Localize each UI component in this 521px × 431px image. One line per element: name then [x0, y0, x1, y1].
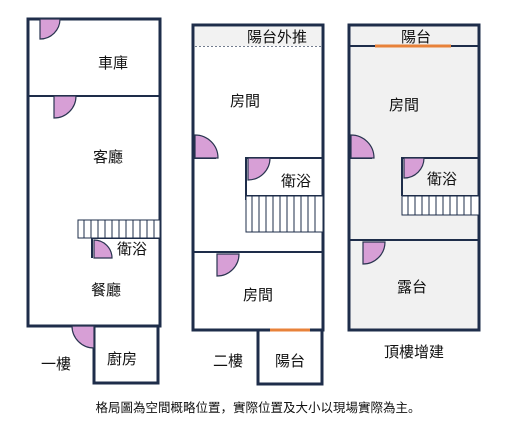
- balcony-second-label: 陽台: [275, 352, 305, 370]
- room-a-label: 房間: [230, 92, 260, 110]
- garage-label: 車庫: [98, 54, 128, 72]
- second-floor-name: 二樓: [213, 352, 243, 370]
- door-garage: [39, 18, 61, 40]
- door-roof-bath: [403, 157, 425, 179]
- balcony-ext-label: 陽台外推: [247, 28, 307, 46]
- door-kitchen: [71, 325, 95, 349]
- terrace-label: 露台: [397, 278, 427, 296]
- bath-second-wall: [245, 157, 323, 200]
- door-terrace: [362, 241, 386, 265]
- living-room-label: 客廳: [93, 148, 123, 166]
- dining-label: 餐廳: [91, 281, 121, 299]
- roof-floor-name: 頂樓增建: [384, 343, 444, 361]
- balcony-ext-area: [195, 27, 321, 46]
- stairs-second: [245, 195, 324, 233]
- roof-bath-wall: [401, 157, 479, 196]
- roof-room-label: 房間: [389, 96, 419, 114]
- stairs-roof-steps: [407, 196, 472, 215]
- stairs-roof: [401, 195, 480, 216]
- door-living: [53, 95, 77, 119]
- roof-balcony-label: 陽台: [401, 28, 431, 46]
- first-floor-outline: [26, 17, 162, 328]
- bath-first-label: 衛浴: [117, 240, 147, 258]
- first-floor: 車庫 客廳 衛浴 餐廳 廚房 一樓: [26, 17, 162, 385]
- first-floor-name: 一樓: [41, 355, 71, 373]
- door-bath-second: [247, 157, 271, 181]
- roof-bath-label: 衛浴: [427, 170, 457, 188]
- stairs-first-steps: [83, 220, 155, 238]
- bath-second-label: 衛浴: [281, 172, 311, 190]
- door-roof-room: [350, 134, 375, 159]
- door-bath-first: [93, 239, 113, 259]
- second-floor: 陽台外推 房間 衛浴 房間 陽台 二樓: [191, 23, 325, 386]
- kitchen-annex-wall: [92, 326, 160, 385]
- door-room-a: [194, 134, 219, 159]
- room-b-label: 房間: [243, 286, 273, 304]
- disclaimer-note: 格局圖為空間概略位置，實際位置及大小以現場實際為主。: [95, 400, 420, 415]
- stairs-second-steps: [251, 196, 316, 232]
- roof-floor: 陽台 房間 衛浴 露台 頂樓增建: [347, 23, 481, 361]
- kitchen-label: 廚房: [107, 350, 137, 368]
- door-room-b: [216, 253, 240, 277]
- roof-floor-outline: [347, 23, 481, 332]
- balcony-annex-wall: [256, 330, 324, 386]
